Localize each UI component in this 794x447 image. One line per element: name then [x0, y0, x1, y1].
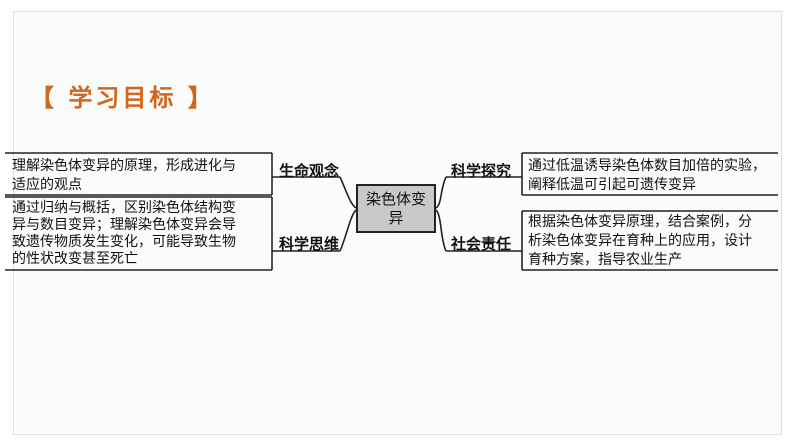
text-scientific-thinking-line1: 通过归纳与概括，区别染色体结构变 [12, 200, 236, 216]
page-title: 【 学习目标 】 [30, 84, 215, 112]
text-life-concept-line1: 理解染色体变异的原理，形成进化与 [12, 158, 236, 174]
text-scientific-inquiry-line2: 阐释低温可引起可遗传变异 [528, 177, 696, 193]
label-social-responsibility: 社会责任 [451, 235, 512, 253]
text-life-concept-line2: 适应的观点 [12, 177, 82, 193]
label-scientific-inquiry: 科学探究 [451, 162, 512, 180]
text-social-responsibility-line2: 析染色体变异在育种上的应用，设计 [528, 233, 752, 249]
text-scientific-thinking-line2: 异与数目变异；理解染色体变异会导 [12, 217, 236, 233]
label-life-concept: 生命观念 [279, 162, 340, 180]
text-social-responsibility-line3: 育种方案，指导农业生产 [528, 252, 682, 268]
label-scientific-thinking: 科学思维 [279, 235, 340, 253]
text-social-responsibility-line1: 根据染色体变异原理，结合案例，分 [528, 214, 752, 230]
center-node: 染色体变异 [356, 184, 436, 233]
text-scientific-thinking-line4: 的性状改变甚至死亡 [12, 251, 138, 267]
text-scientific-inquiry-line1: 通过低温诱导染色体数目加倍的实验， [528, 158, 766, 174]
text-scientific-thinking-line3: 致遗传物质发生变化，可能导致生物 [12, 234, 236, 250]
